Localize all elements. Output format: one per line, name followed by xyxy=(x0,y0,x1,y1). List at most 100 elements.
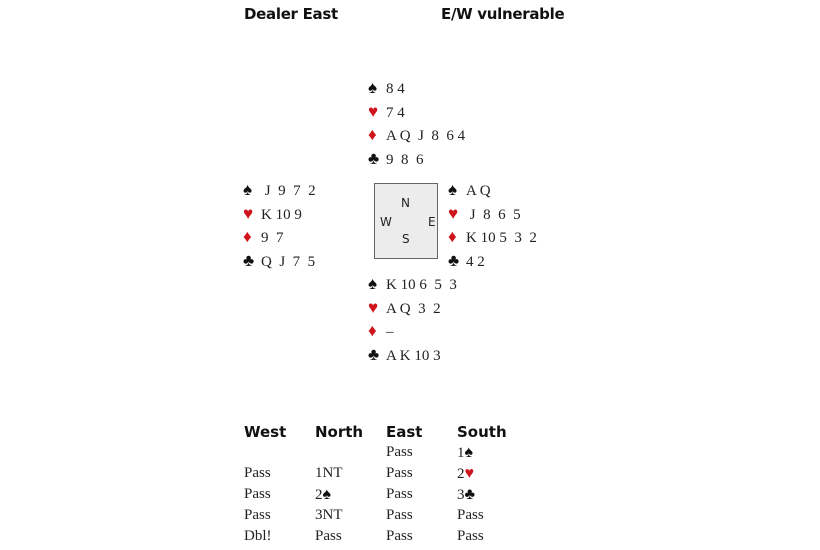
east-clubs-row: ♣ 4 2 xyxy=(448,249,537,273)
west-diamonds-cards: 9 7 xyxy=(261,230,284,246)
bid-cell: Pass xyxy=(386,486,413,503)
bidding-header-west: West xyxy=(244,423,287,441)
west-hearts-cards: K 10 9 xyxy=(261,206,302,223)
west-hearts-row: ♥ K 10 9 xyxy=(243,202,316,226)
bid-cell: Pass xyxy=(386,507,413,524)
bid-text: Pass xyxy=(386,444,413,460)
north-clubs-row: ♣ 9 8 6 xyxy=(368,147,465,171)
spades-icon: ♠ xyxy=(368,274,378,293)
south-hand: ♠K 10 6 5 3♥A Q 3 2♦–♣A K 10 3 xyxy=(368,272,457,366)
bid-cell: 2♠ xyxy=(315,486,331,504)
compass-west: W xyxy=(380,215,392,229)
bid-cell: Pass xyxy=(457,528,484,545)
south-hearts-cards: A Q 3 2 xyxy=(386,300,441,317)
vulnerability-label: E/W vulnerable xyxy=(441,5,565,23)
bid-text: Pass xyxy=(386,507,413,523)
bid-text: Pass xyxy=(457,507,484,523)
east-hearts-cards: J 8 6 5 xyxy=(466,206,521,223)
east-clubs-cards: 4 2 xyxy=(466,253,485,270)
bid-cell: Pass xyxy=(386,528,413,545)
east-spades-row: ♠ A Q xyxy=(448,178,537,202)
north-hearts-row: ♥ 7 4 xyxy=(368,100,465,124)
hearts-icon: ♥ xyxy=(464,465,475,482)
clubs-icon: ♣ xyxy=(368,344,380,364)
north-clubs-cards: 9 8 6 xyxy=(386,151,424,168)
bid-cell: 3♣ xyxy=(457,486,475,504)
west-spades-row: ♠ J 9 7 2 xyxy=(243,178,316,202)
south-diamonds-cards: – xyxy=(386,324,394,340)
west-hand: ♠ J 9 7 2♥K 10 9♦9 7♣Q J 7 5 xyxy=(243,178,316,272)
bid-cell: Dbl! xyxy=(244,528,272,545)
north-hand: ♠ 8 4 ♥ 7 4 ♦ A Q J 8 6 4 ♣ 9 8 6 xyxy=(368,76,465,170)
west-clubs-cards: Q J 7 5 xyxy=(261,253,316,270)
spades-icon: ♠ xyxy=(448,180,458,199)
diamonds-icon: ♦ xyxy=(368,125,377,144)
north-diamonds-cards: A Q J 8 6 4 xyxy=(386,128,466,144)
bid-cell: 1NT xyxy=(315,465,343,482)
spades-icon: ♠ xyxy=(322,486,332,503)
bid-cell: 3NT xyxy=(315,507,343,524)
bid-text: 2 xyxy=(315,487,323,503)
bid-text: Pass xyxy=(386,528,413,544)
dealer-label: Dealer East xyxy=(244,5,338,23)
bid-text: 1 xyxy=(457,445,465,461)
hearts-icon: ♥ xyxy=(368,101,379,121)
bid-cell: Pass xyxy=(315,528,342,545)
compass-box: N W E S xyxy=(374,183,438,259)
north-hearts-cards: 7 4 xyxy=(386,104,405,121)
south-hearts-row: ♥ A Q 3 2 xyxy=(368,296,457,320)
clubs-icon: ♣ xyxy=(464,486,476,503)
west-spades-cards: J 9 7 2 xyxy=(261,183,316,199)
bid-text: 2 xyxy=(457,466,465,482)
bid-text: 3NT xyxy=(315,507,343,523)
bid-text: Pass xyxy=(386,465,413,481)
north-spades-row: ♠ 8 4 xyxy=(368,76,465,100)
bid-cell: 1♠ xyxy=(457,444,473,462)
hearts-icon: ♥ xyxy=(368,297,379,317)
bidding-header-east: East xyxy=(386,423,423,441)
west-diamonds-row: ♦ 9 7 xyxy=(243,225,316,249)
bidding-header-south: South xyxy=(457,423,507,441)
hearts-icon: ♥ xyxy=(448,203,459,223)
north-spades-cards: 8 4 xyxy=(386,81,405,97)
east-diamonds-row: ♦ K 10 5 3 2 xyxy=(448,225,537,249)
west-clubs-row: ♣ Q J 7 5 xyxy=(243,249,316,273)
bid-cell: Pass xyxy=(386,444,413,461)
hearts-icon: ♥ xyxy=(243,203,254,223)
bid-text: 3 xyxy=(457,487,465,503)
bid-text: Dbl! xyxy=(244,528,272,544)
clubs-icon: ♣ xyxy=(368,148,380,168)
bid-text: 1NT xyxy=(315,465,343,481)
diamonds-icon: ♦ xyxy=(448,227,457,246)
bid-cell: Pass xyxy=(244,465,271,482)
bid-cell: Pass xyxy=(244,486,271,503)
bid-text: Pass xyxy=(386,486,413,502)
bid-text: Pass xyxy=(315,528,342,544)
bid-cell: 2♥ xyxy=(457,465,474,483)
bid-cell: Pass xyxy=(457,507,484,524)
bid-cell: Pass xyxy=(244,507,271,524)
south-spades-row: ♠ K 10 6 5 3 xyxy=(368,272,457,296)
diamonds-icon: ♦ xyxy=(243,227,252,246)
spades-icon: ♠ xyxy=(464,444,474,461)
east-diamonds-cards: K 10 5 3 2 xyxy=(466,230,537,246)
bid-text: Pass xyxy=(244,465,271,481)
compass-south: S xyxy=(402,232,410,246)
compass-east: E xyxy=(428,215,436,229)
bid-text: Pass xyxy=(244,486,271,502)
clubs-icon: ♣ xyxy=(243,250,255,270)
diamonds-icon: ♦ xyxy=(368,321,377,340)
bid-text: Pass xyxy=(457,528,484,544)
east-hearts-row: ♥ J 8 6 5 xyxy=(448,202,537,226)
east-hand: ♠A Q♥ J 8 6 5♦K 10 5 3 2♣4 2 xyxy=(448,178,537,272)
south-spades-cards: K 10 6 5 3 xyxy=(386,277,457,293)
bid-text: Pass xyxy=(244,507,271,523)
south-diamonds-row: ♦– xyxy=(368,319,457,343)
spades-icon: ♠ xyxy=(243,180,253,199)
bidding-header-north: North xyxy=(315,423,364,441)
spades-icon: ♠ xyxy=(368,78,378,97)
clubs-icon: ♣ xyxy=(448,250,460,270)
east-spades-cards: A Q xyxy=(466,183,491,199)
north-diamonds-row: ♦ A Q J 8 6 4 xyxy=(368,123,465,147)
